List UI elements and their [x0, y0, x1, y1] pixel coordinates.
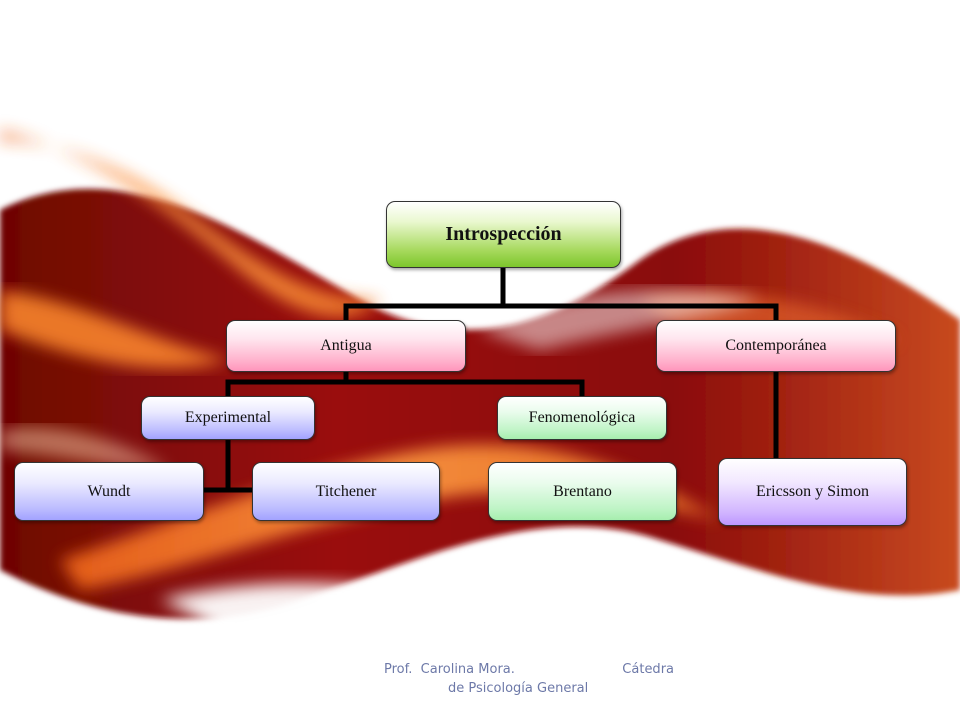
node-titchener: Titchener — [252, 462, 440, 521]
node-brentano: Brentano — [488, 462, 677, 521]
node-antigua: Antigua — [226, 320, 466, 372]
footer-credit: Prof. Carolina Mora. Cátedra de Psicolog… — [384, 660, 674, 698]
connector-experimental-to-authors — [201, 437, 255, 493]
node-experimental: Experimental — [141, 396, 315, 440]
node-contemporanea: Contemporánea — [656, 320, 896, 372]
node-introspeccion: Introspección — [386, 201, 621, 268]
connector-root-to-categories — [343, 265, 779, 323]
footer-chair-word: Cátedra — [622, 662, 674, 677]
node-wundt: Wundt — [14, 462, 204, 521]
connector-antigua-to-subtypes — [225, 369, 585, 399]
footer-line-2: de Psicología General — [448, 681, 589, 696]
node-ericsson-y-simon: Ericsson y Simon — [718, 458, 907, 526]
footer-author: Prof. Carolina Mora. — [384, 662, 515, 677]
connectors — [201, 265, 779, 493]
footer-line-1: Prof. Carolina Mora. Cátedra — [384, 660, 674, 679]
node-fenomenologica: Fenomenológica — [497, 396, 667, 440]
